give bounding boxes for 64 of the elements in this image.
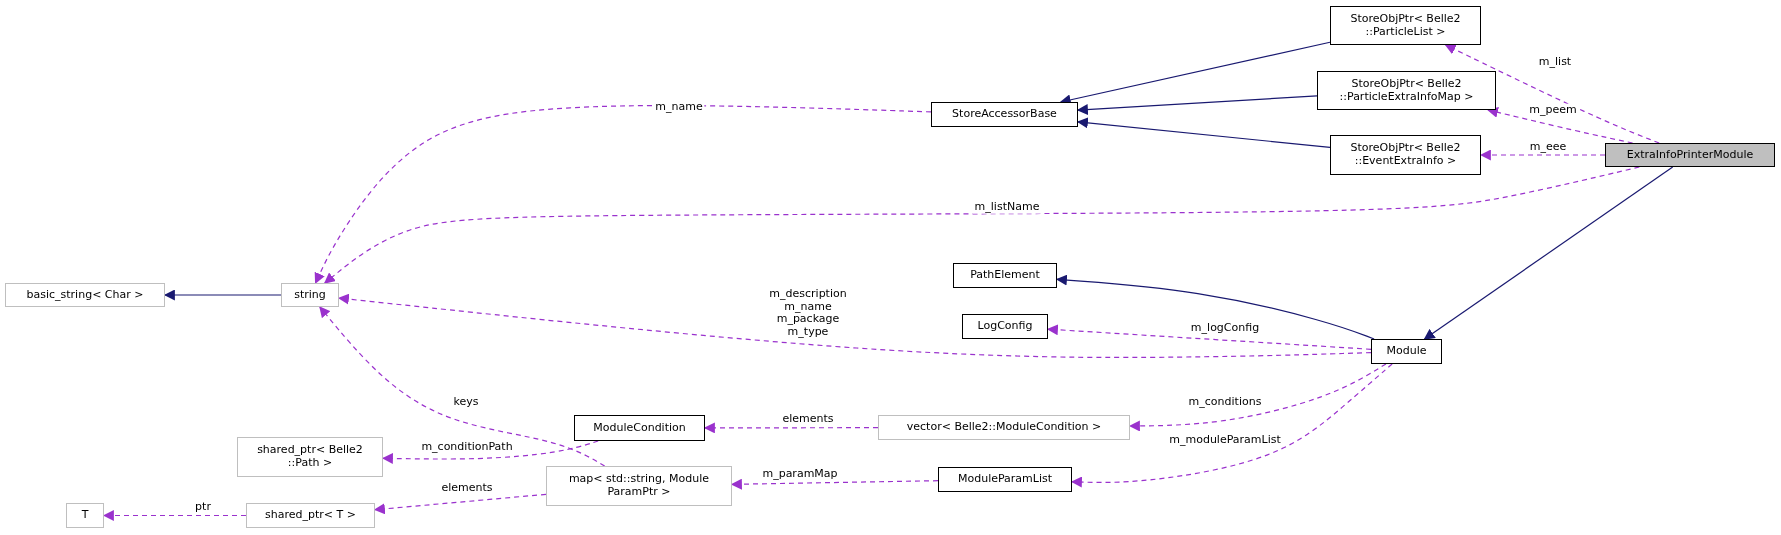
arrow [703,422,879,434]
class-name: StoreObjPtr< Belle2 ::EventExtraInfo > [1349,142,1462,168]
edge-label: m_paramMap [760,467,840,481]
class-box [1371,339,1442,364]
class-box [246,503,375,528]
class-box [237,437,383,477]
arrow [1128,363,1387,432]
edge-label: m_listName [972,200,1042,214]
arrow [1076,117,1331,148]
edge-label: m_peem [1527,103,1579,117]
class-name: shared_ptr< Belle2 ::Path > [256,444,364,470]
class-box [938,467,1072,492]
class-name: StoreObjPtr< Belle2 ::ParticleExtraInfoMap > [1338,77,1475,104]
class-name: Module [1385,345,1428,358]
edge-label: keys [451,395,481,409]
edge-label: ptr [193,500,213,514]
class-name: map< std::string, Module ParamPtr > [567,473,711,499]
class-box [1317,71,1496,110]
class-box [574,415,705,441]
class-box [1605,143,1775,167]
edge-label: m_conditionPath [419,440,515,454]
class-name: StoreObjPtr< Belle2 ::ParticleList > [1349,12,1462,39]
class-name: ExtraInfoPrinterModule [1625,148,1755,162]
class-name: ModuleCondition [592,421,687,435]
arrow [730,478,939,490]
class-name: basic_string< Char > [25,288,145,302]
class-name: PathElement [969,269,1041,282]
arrow [102,510,247,521]
arrow [1055,274,1375,340]
class-box [962,314,1048,339]
arrow [1479,149,1606,161]
class-box [1330,6,1481,45]
class-box [878,415,1130,440]
class-name: LogConfig [976,320,1034,333]
class-name: ModuleParamList [956,473,1054,486]
edge-label: m_moduleParamList [1167,433,1283,447]
edge-label: m_description m_name m_package m_type [767,287,849,339]
class-box [5,283,165,307]
arrow [373,493,547,515]
arrow [323,166,1640,284]
edge-label: m_logConfig [1188,321,1262,335]
class-box [66,503,104,528]
class-box [281,283,339,307]
arrow [1070,363,1393,488]
arrow [381,440,599,464]
class-name: T [80,509,90,522]
arrow [1046,324,1372,350]
class-box [546,466,732,506]
arrow [1444,44,1660,144]
class-name: shared_ptr< T > [264,509,357,522]
arrow [314,104,932,284]
arrow [163,289,282,301]
class-box [931,102,1078,127]
class-name: string [293,288,327,302]
class-name: vector< Belle2::ModuleCondition > [905,421,1103,434]
edge-label: m_conditions [1186,395,1264,409]
arrow [337,293,1372,359]
class-name: StoreAccessorBase [951,108,1058,121]
arrow [319,306,606,467]
arrow [1076,95,1318,115]
arrow [1423,166,1674,340]
class-box [1330,135,1481,175]
edge-label: m_list [1536,55,1574,69]
class-box [953,263,1057,288]
